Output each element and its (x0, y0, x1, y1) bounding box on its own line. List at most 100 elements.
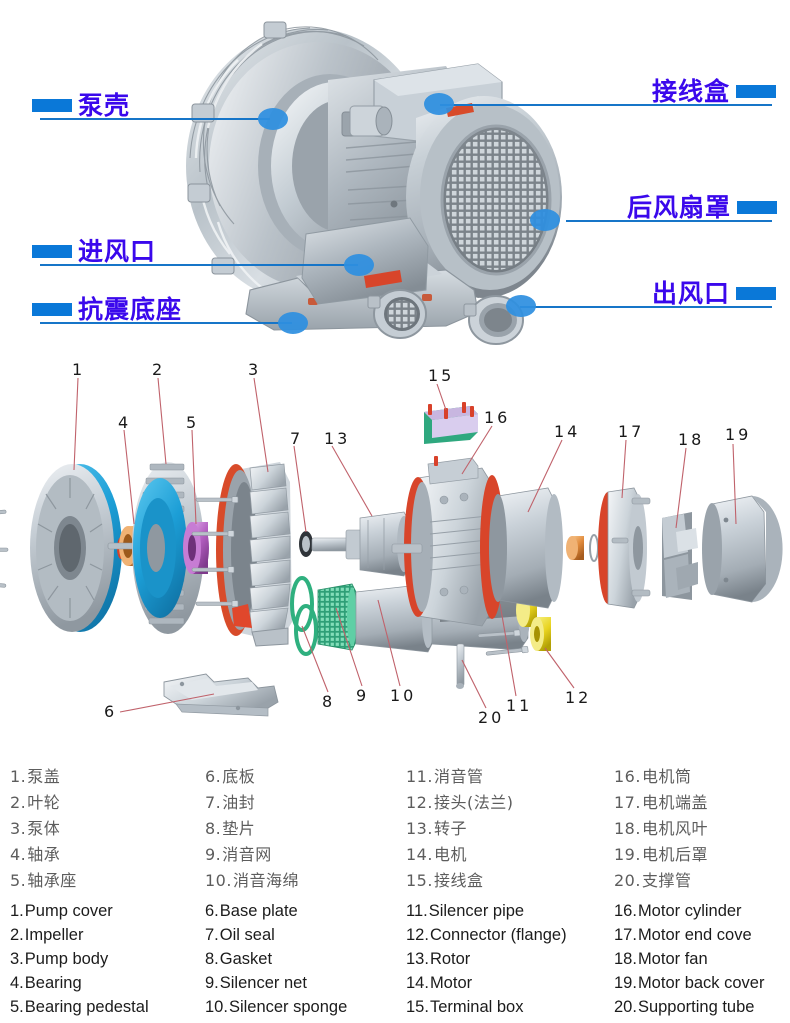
callout-label-anti-vibration-base: 抗震底座 (78, 294, 183, 324)
legend-item-number: 10. (205, 998, 228, 1016)
legend-item: 17.Motor end cove (614, 923, 764, 947)
legend-item-number: 11. (406, 767, 433, 786)
callout-label-terminal-box: 接线盒 (652, 76, 731, 106)
legend-item: 1.Pump cover (10, 899, 149, 923)
legend-item: 5.轴承座 (10, 868, 77, 894)
exploded-number-13: 13 (324, 429, 351, 448)
legend-item-number: 19. (614, 845, 641, 864)
exploded-leader-lines (73, 377, 737, 713)
legend-item-number: 8. (205, 819, 222, 838)
part-5-bearing-pedestal (183, 522, 209, 574)
blower-inlet-port (367, 289, 427, 339)
part-6-base-plate (163, 673, 279, 717)
callout-dash-icon (32, 302, 72, 316)
legend-item: 1.泵盖 (10, 764, 77, 790)
exploded-number-20: 20 (478, 708, 505, 727)
legend-item-number: 2. (10, 926, 24, 944)
callout-label-air-outlet: 出风口 (652, 278, 731, 308)
legend-item-label: Connector (flange) (429, 926, 567, 944)
legend-item: 3.Pump body (10, 947, 149, 971)
exploded-number-11: 11 (506, 696, 533, 715)
exploded-number-14: 14 (554, 422, 581, 441)
callout-rear-fan-cover[interactable]: 后风扇罩 (623, 190, 778, 224)
legend-item-label: 接头(法兰) (433, 793, 514, 812)
legend-item: 9.消音网 (205, 842, 299, 868)
part-19-motor-back-cover (702, 495, 783, 603)
legend-item: 19.电机后罩 (614, 842, 708, 868)
callout-label-pump-casing: 泵壳 (78, 90, 131, 120)
legend-item-number: 2. (10, 793, 27, 812)
exploded-number-8: 8 (322, 692, 336, 711)
legend-item: 18.电机风叶 (614, 816, 708, 842)
legend-item-label: 电机端盖 (641, 793, 708, 812)
callout-air-inlet[interactable]: 进风口 (32, 234, 160, 268)
legend-item-label: 电机风叶 (641, 819, 708, 838)
exploded-number-7: 7 (290, 429, 304, 448)
legend-item-label: 电机筒 (641, 767, 692, 786)
legend-item: 7.油封 (205, 790, 299, 816)
legend-item: 4.Bearing (10, 971, 149, 995)
legend-item-number: 6. (205, 767, 222, 786)
legend-item-number: 14. (406, 974, 429, 992)
legend-item-label: 轴承 (27, 845, 61, 864)
legend-item-label: Silencer sponge (228, 998, 348, 1016)
exploded-number-15: 15 (428, 366, 455, 385)
exploded-number-2: 2 (152, 360, 166, 379)
legend-item-number: 8. (205, 950, 219, 968)
legend-item-label: 泵体 (27, 819, 61, 838)
leader-line-air-inlet (40, 264, 358, 266)
legend-item-number: 6. (205, 902, 219, 920)
legend-item-label: Bearing pedestal (24, 998, 149, 1016)
callout-terminal-box[interactable]: 接线盒 (648, 74, 777, 108)
legend-item-label: 转子 (433, 819, 467, 838)
legend-item-number: 17. (614, 926, 637, 944)
legend-en-column-1: 1.Pump cover 2.Impeller 3.Pump body 4.Be… (10, 899, 149, 1019)
legend-item-label: 轴承座 (27, 871, 77, 890)
blower-side-fitting (349, 105, 393, 137)
exploded-number-4: 4 (118, 413, 132, 432)
legend-item: 9.Silencer net (205, 971, 347, 995)
legend-item-label: Impeller (24, 926, 84, 944)
callout-air-outlet[interactable]: 出风口 (648, 276, 777, 310)
legend-item-label: Terminal box (429, 998, 524, 1016)
legend-item-label: Pump cover (24, 902, 113, 920)
exploded-parts-illustration (0, 377, 783, 717)
leader-line-anti-vibration-base (40, 322, 292, 324)
legend-item-number: 20. (614, 871, 641, 890)
legend-item-number: 1. (10, 767, 27, 786)
photo-dot-air-outlet (506, 295, 536, 317)
legend-item-number: 12. (406, 926, 429, 944)
legend-item-label: 油封 (222, 793, 256, 812)
part-8-gasket (290, 576, 318, 656)
legend-item: 14.电机 (406, 842, 513, 868)
callout-pump-casing[interactable]: 泵壳 (32, 88, 134, 122)
part-1-pump-cover (0, 464, 122, 632)
blower-product-image (178, 8, 566, 352)
callout-dash-icon (736, 84, 777, 98)
legend-item-number: 19. (614, 974, 637, 992)
legend-item-label: Motor cylinder (637, 902, 742, 920)
legend-item: 17.电机端盖 (614, 790, 708, 816)
part-18-motor-fan (662, 512, 698, 600)
part-14-motor (489, 487, 563, 609)
leader-line-pump-casing (40, 118, 270, 120)
legend-item-number: 18. (614, 819, 641, 838)
legend-item: 5.Bearing pedestal (10, 995, 149, 1019)
legend-item: 16.电机筒 (614, 764, 708, 790)
photo-dot-terminal-box (424, 93, 454, 115)
legend-item: 19.Motor back cover (614, 971, 764, 995)
exploded-number-3: 3 (248, 360, 262, 379)
photo-dot-anti-vibration-base (278, 312, 308, 334)
part-2-impeller (132, 462, 204, 634)
legend-item: 8.垫片 (205, 816, 299, 842)
legend-item: 11.Silencer pipe (406, 899, 567, 923)
legend-item-number: 13. (406, 819, 433, 838)
legend-item-number: 16. (614, 902, 637, 920)
legend-item-label: Motor (429, 974, 473, 992)
legend-item-label: 垫片 (222, 819, 256, 838)
part-20-supporting-tube (456, 643, 465, 689)
legend-item-number: 3. (10, 950, 24, 968)
leader-line-terminal-box (440, 104, 772, 106)
callout-anti-vibration-base[interactable]: 抗震底座 (32, 292, 186, 326)
callout-dash-icon (737, 200, 778, 214)
